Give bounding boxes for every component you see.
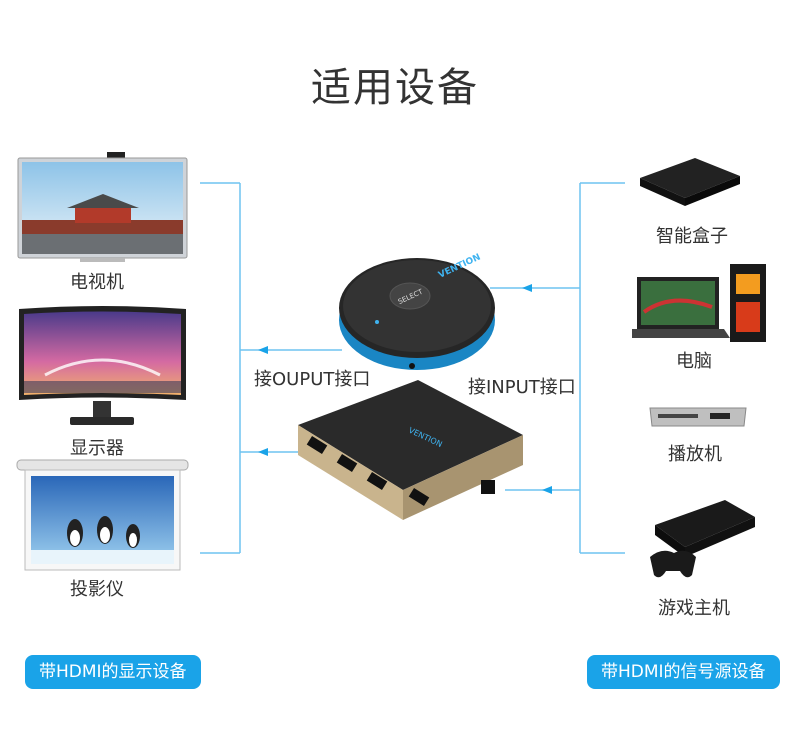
projector-screen-icon <box>15 458 190 577</box>
device-label-tv-box: 智能盒子 <box>656 226 728 247</box>
arrow-left-icon <box>542 486 552 494</box>
arrow-left-icon <box>522 284 532 292</box>
round-switch-device: SELECT VENTION <box>332 238 502 382</box>
device-label-player: 播放机 <box>668 444 722 465</box>
source-devices-badge: 带HDMI的信号源设备 <box>587 655 780 689</box>
player-icon <box>648 402 748 436</box>
monitor-icon <box>15 305 190 434</box>
display-devices-badge: 带HDMI的显示设备 <box>25 655 201 689</box>
device-label-game-console: 游戏主机 <box>658 598 730 619</box>
arrow-left-icon <box>258 346 268 354</box>
set-top-box-icon <box>635 148 745 222</box>
device-label-tv: 电视机 <box>70 272 124 293</box>
computer-icon <box>630 262 772 351</box>
device-label-computer: 电脑 <box>676 351 712 372</box>
device-label-monitor: 显示器 <box>70 438 124 459</box>
box-switch-device: VENTION <box>298 380 523 524</box>
page-title: 适用设备 <box>311 65 479 111</box>
tv-icon <box>15 150 190 269</box>
output-connector-label: 接OUPUT接口 <box>254 369 371 390</box>
input-connector-label: 接INPUT接口 <box>468 377 576 398</box>
game-console-icon <box>640 495 760 589</box>
arrow-left-icon <box>258 448 268 456</box>
device-label-projector: 投影仪 <box>70 579 124 600</box>
